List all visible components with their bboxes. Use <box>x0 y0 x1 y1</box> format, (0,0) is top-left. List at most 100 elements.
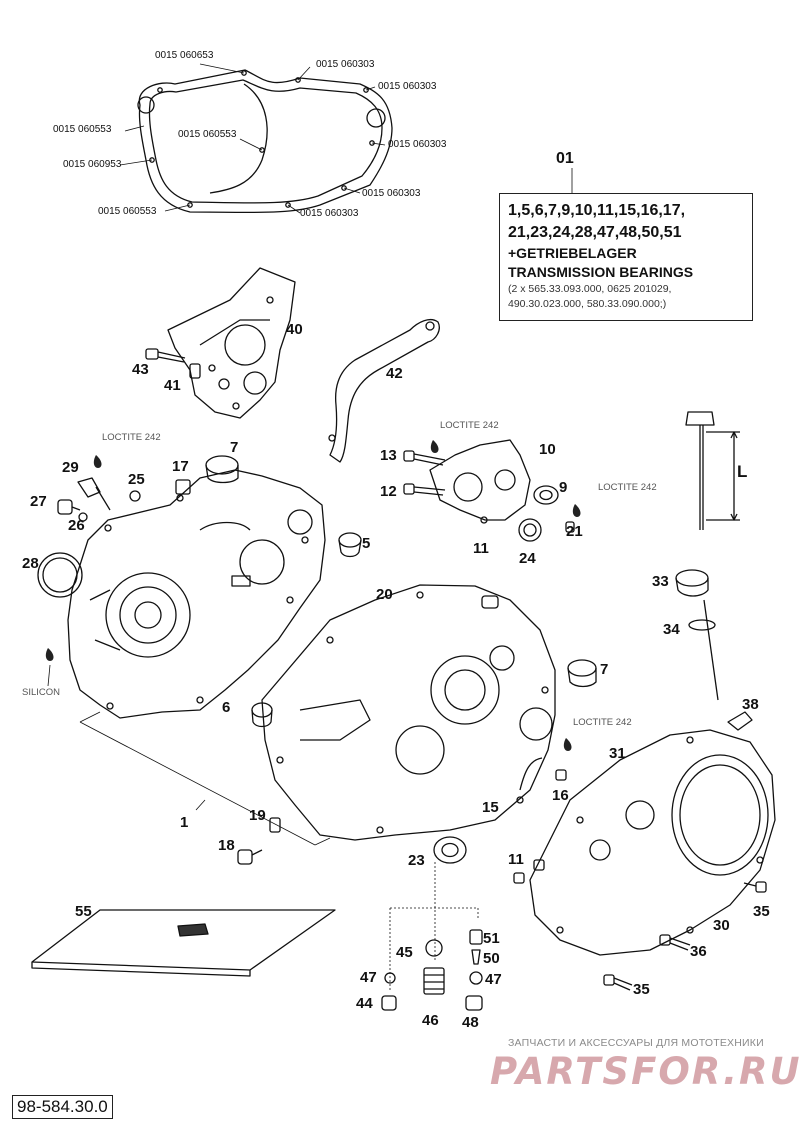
callout: 12 <box>380 483 397 500</box>
dipstick-length-label: L <box>737 462 748 481</box>
loctite-note: LOCTITE 242 <box>573 717 632 728</box>
catalog-number: 98-584.30.0 <box>12 1095 113 1119</box>
part-47-seal-right <box>469 971 483 985</box>
callout: 19 <box>249 807 266 824</box>
part-28-gasket-cover <box>37 552 83 598</box>
gasket-part-number: 0015 060553 <box>178 129 237 140</box>
callout: 15 <box>482 799 499 816</box>
part-7-bushing-top <box>205 455 239 484</box>
callout: 5 <box>362 535 371 552</box>
part-24-seal <box>518 518 542 542</box>
callout: 28 <box>22 555 39 572</box>
part-33-oil-cap <box>675 569 719 701</box>
callout: 35 <box>633 981 650 998</box>
part-5-bushing <box>338 532 362 558</box>
callout: 40 <box>286 321 303 338</box>
drain-group-leaders <box>389 862 479 990</box>
part-29-screw <box>77 477 111 511</box>
kit-line: (2 x 565.33.093.000, 0625 201029, <box>508 283 672 295</box>
part-35-bolt-lower <box>603 974 633 991</box>
part-27-plug <box>57 499 81 515</box>
part-12-bolt <box>403 483 446 496</box>
callout: 33 <box>652 573 669 590</box>
loctite-note: LOCTITE 242 <box>102 432 161 443</box>
callout: 25 <box>128 471 145 488</box>
callout: 51 <box>483 930 500 947</box>
part-43-bolt <box>145 348 186 363</box>
kit-line: TRANSMISSION BEARINGS <box>508 264 694 280</box>
callout: 10 <box>539 441 556 458</box>
kit-contents-box: 1,5,6,7,9,10,11,15,16,17, 21,23,24,28,47… <box>499 193 753 321</box>
callout: 47 <box>485 971 502 988</box>
part-34-o-ring <box>688 619 716 631</box>
callout: 46 <box>422 1012 439 1029</box>
callout: 13 <box>380 447 397 464</box>
part-15-clip <box>519 757 543 791</box>
loctite-note: LOCTITE 242 <box>598 482 657 493</box>
part-25-ring <box>129 490 141 502</box>
part-35-bolt-upper <box>743 881 767 893</box>
callout: 11 <box>508 851 524 868</box>
part-36-bolt <box>659 934 691 951</box>
callout: 20 <box>376 586 393 603</box>
part-47-seal-left <box>384 972 396 984</box>
part-13-bolt <box>403 450 446 466</box>
callout: 17 <box>172 458 189 475</box>
callout: 11 <box>473 540 489 557</box>
callout: 26 <box>68 517 85 534</box>
part-46-filter <box>423 967 445 995</box>
part-9-bearing <box>533 485 559 505</box>
callout: 6 <box>222 699 231 716</box>
callout: 23 <box>408 852 425 869</box>
silicon-note: SILICON <box>22 687 61 698</box>
part-30-clutch-cover <box>529 729 776 956</box>
loctite-note: LOCTITE 242 <box>440 420 499 431</box>
part-41-sleeve <box>189 363 201 379</box>
part-1-left-crankcase <box>67 469 326 719</box>
part-44-plug <box>381 995 397 1011</box>
callout: 1 <box>180 814 189 831</box>
gasket-part-number: 0015 060303 <box>378 81 437 92</box>
callout: 7 <box>230 439 239 456</box>
callout: 31 <box>609 745 626 762</box>
gasket-part-number: 0015 060303 <box>362 188 421 199</box>
crankcase-gasket <box>137 69 393 214</box>
part-6-bushing <box>251 702 273 728</box>
callout: 24 <box>519 550 536 567</box>
gasket-part-number: 0015 060553 <box>53 124 112 135</box>
gasket-part-number: 0015 060553 <box>98 206 157 217</box>
callout: 43 <box>132 361 149 378</box>
callout: 48 <box>462 1014 479 1031</box>
callout: 7 <box>600 661 609 678</box>
callout: 21 <box>566 523 583 540</box>
dipstick-drawing <box>685 411 740 530</box>
watermark-brand: PARTSFOR.RU <box>490 1050 800 1093</box>
callout: 50 <box>483 950 500 967</box>
part-38-clamp <box>727 711 753 731</box>
part-18-drain-bolt <box>237 849 263 865</box>
part-23-bearing <box>433 836 467 864</box>
part-19-plug <box>269 817 281 833</box>
gasket-part-number: 0015 060303 <box>316 59 375 70</box>
callout: 16 <box>552 787 569 804</box>
part-50-spring <box>471 949 481 965</box>
part-10-bearing-carrier <box>429 439 531 521</box>
part-42-bracket <box>328 318 440 463</box>
kit-line: 1,5,6,7,9,10,11,15,16,17, <box>508 202 686 219</box>
callout: 36 <box>690 943 707 960</box>
gasket-leaders <box>119 63 573 214</box>
part-48-plug <box>465 995 483 1011</box>
part-26-seal <box>78 512 88 522</box>
callout: 29 <box>62 459 79 476</box>
part-40-cover <box>167 267 296 419</box>
part-20-right-crankcase <box>261 584 556 841</box>
kit-line: 490.30.023.000, 580.33.090.000;) <box>508 298 667 310</box>
part-11-dowels-right <box>513 859 545 884</box>
part-55-manual <box>31 909 336 977</box>
callout: 41 <box>164 377 181 394</box>
callout: 9 <box>559 479 568 496</box>
part-17-dowel <box>175 479 191 495</box>
part-21-screw <box>565 521 575 533</box>
callout: 42 <box>386 365 403 382</box>
